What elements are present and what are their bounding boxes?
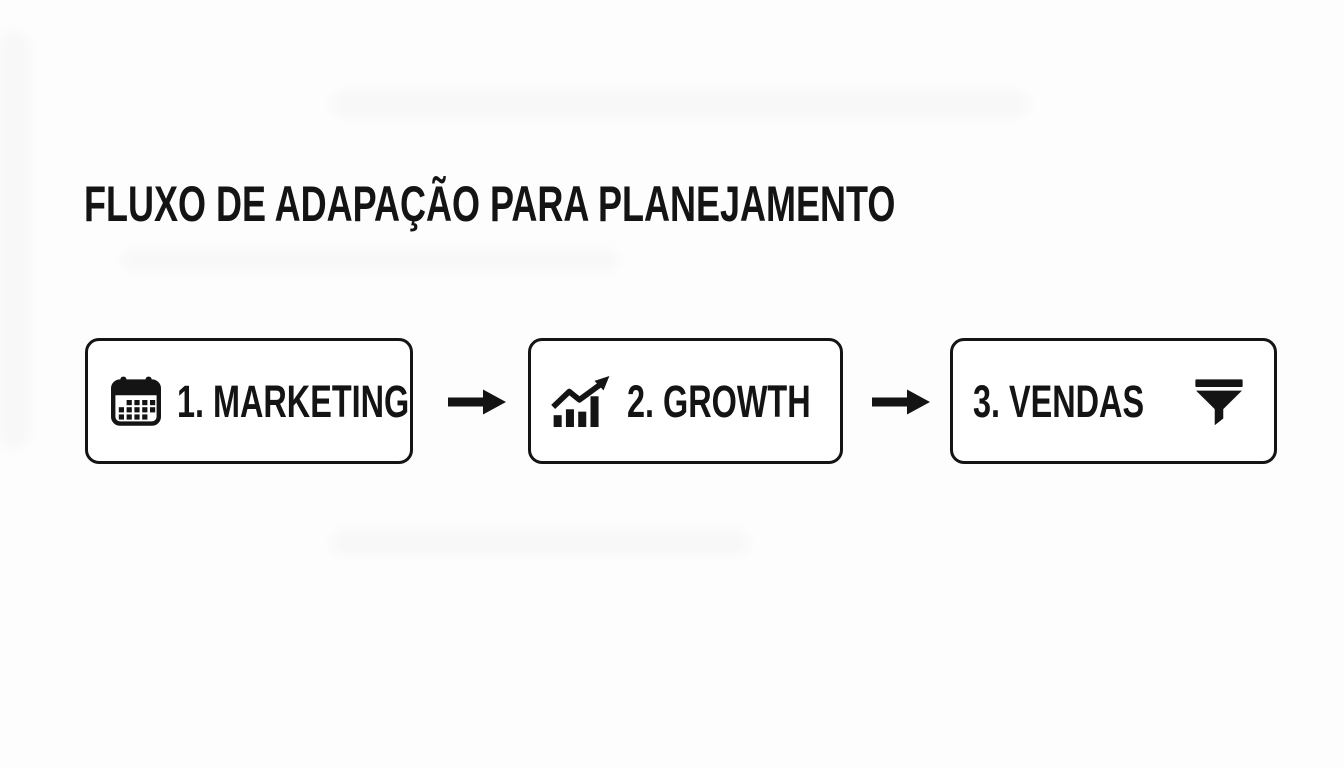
background-artifact xyxy=(120,250,620,270)
step-label-vendas: 3. VENDAS xyxy=(973,375,1145,427)
background-artifact xyxy=(0,30,30,450)
diagram-title-text: FLUXO DE ADAPAÇÃO PARA PLANEJAMENTO xyxy=(84,176,896,232)
step-label-growth: 2. GROWTH xyxy=(627,375,811,427)
step-label-marketing: 1. MARKETING xyxy=(177,375,410,427)
diagram-title: FLUXO DE ADAPAÇÃO PARA PLANEJAMENTO xyxy=(84,179,1211,229)
flow-step-growth: 2. GROWTH xyxy=(528,338,843,464)
growth-chart-icon xyxy=(551,375,613,427)
background-artifact xyxy=(330,90,1030,118)
arrow-right-icon xyxy=(448,386,508,418)
calendar-icon xyxy=(110,376,162,426)
funnel-icon xyxy=(1192,376,1246,426)
flow-step-marketing: 1. MARKETING xyxy=(85,338,413,464)
arrow-right-icon xyxy=(872,386,932,418)
flow-step-vendas: 3. VENDAS xyxy=(950,338,1277,464)
background-artifact xyxy=(330,530,750,556)
